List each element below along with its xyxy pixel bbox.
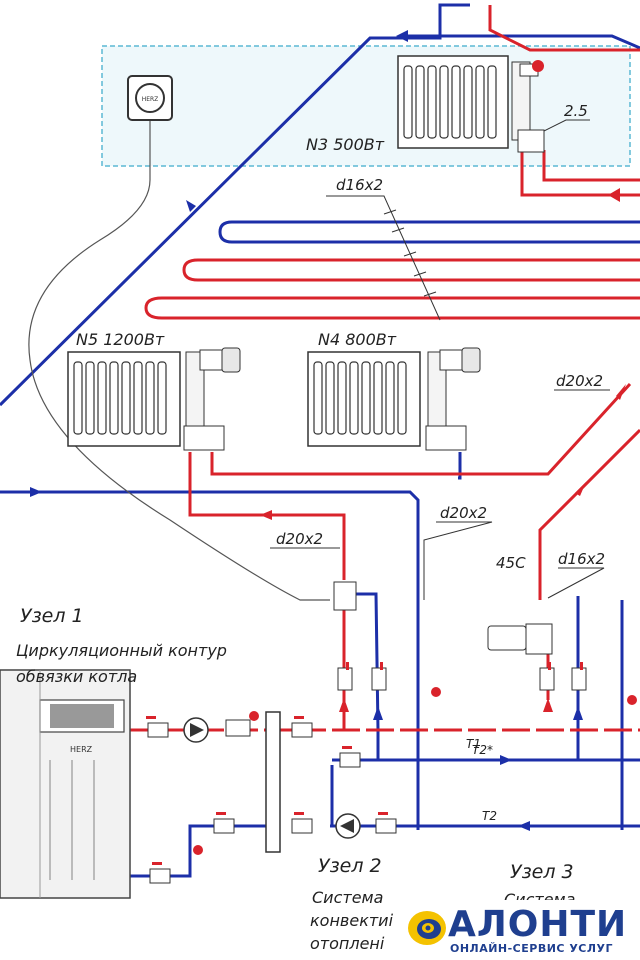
logo-wordmark: АЛОНТИ: [448, 904, 628, 945]
hydraulic-separator: [265, 711, 281, 853]
pump-boiler: [183, 717, 209, 743]
label-d16-mid: d16x2: [558, 550, 605, 568]
boiler: HERZ: [0, 669, 131, 899]
radiator-n3: [397, 55, 545, 153]
label-temp: 45C: [496, 554, 526, 572]
valves: [147, 581, 587, 884]
uzel1-line2: обвязки котла: [16, 667, 137, 686]
uzel1-line1: Циркуляционный контур: [16, 641, 227, 660]
uzel3-title: Узел 3: [510, 861, 574, 883]
thermostat-brand: HERZ: [142, 96, 159, 103]
pump-node2: [335, 813, 361, 839]
radiator-n4: [307, 347, 481, 451]
uzel2-line2: конвектиі: [310, 911, 394, 930]
alonti-logo-icon: [408, 911, 446, 945]
label-d20-right: d20x2: [556, 372, 603, 390]
label-n4: N4 800Вт: [318, 330, 397, 349]
label-t1: T1: [466, 737, 481, 751]
logo-tagline: ОНЛАЙН-СЕРВИС УСЛУГ: [450, 942, 614, 955]
label-t2s: T2*: [472, 743, 493, 757]
uzel2-line1: Система: [312, 888, 383, 907]
label-n3: N3 500Вт: [306, 135, 385, 154]
label-d20-mid: d20x2: [440, 504, 487, 522]
leader-lines: [28, 118, 610, 601]
return-arrows: [30, 30, 583, 831]
label-n5: N5 1200Вт: [76, 330, 165, 349]
label-t2: T2: [482, 809, 497, 823]
uzel1-title: Узел 1: [20, 605, 84, 627]
radiator-n5: [67, 347, 241, 451]
label-setting: 2.5: [564, 102, 588, 120]
room-thermostat: HERZ: [127, 75, 173, 121]
uzel2-line3: отоплені: [310, 934, 385, 953]
valve-handles: [146, 662, 637, 865]
boiler-brand: HERZ: [70, 745, 93, 754]
uzel2-title: Узел 2: [318, 855, 382, 877]
label-d20-left: d20x2: [276, 530, 323, 548]
supply-arrows: [260, 188, 626, 712]
label-d16-top: d16x2: [336, 176, 383, 194]
